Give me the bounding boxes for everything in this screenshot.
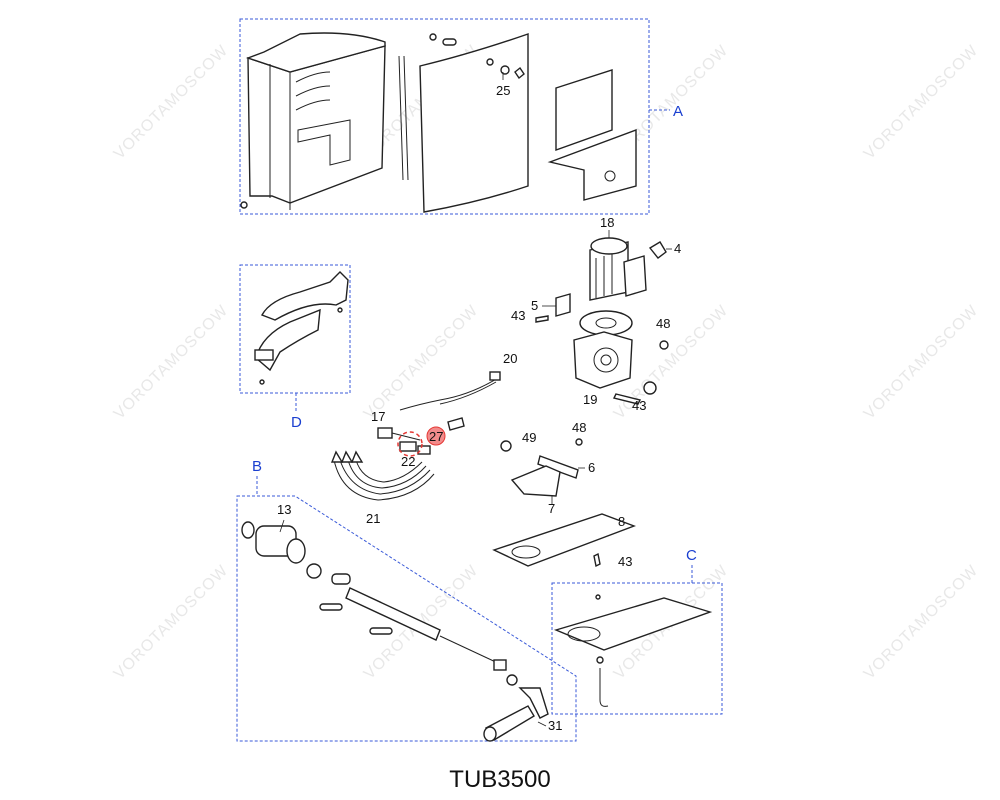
connector-17 xyxy=(377,427,421,441)
watermark-text: VOROTAMOSCOW xyxy=(861,562,982,683)
watermark-text: VOROTAMOSCOW xyxy=(111,42,232,163)
label-48a: 48 xyxy=(656,316,670,331)
bracket-7 xyxy=(510,465,561,497)
shaft xyxy=(306,563,518,686)
leader-13 xyxy=(279,519,285,533)
group-c-box xyxy=(551,582,723,715)
label-31: 31 xyxy=(548,718,562,733)
bolt-43a xyxy=(535,315,549,323)
crank-handle xyxy=(483,687,549,742)
bracket-6 xyxy=(537,455,579,479)
label-43b: 43 xyxy=(632,398,646,413)
label-13: 13 xyxy=(277,502,291,517)
label-27: 27 xyxy=(429,429,443,444)
bolt-43b xyxy=(612,393,642,405)
group-a-label: A xyxy=(673,103,683,120)
housing-cover xyxy=(419,33,529,213)
nut-48a xyxy=(659,340,669,350)
release-lever xyxy=(254,271,349,385)
nut-48b xyxy=(575,438,583,446)
label-49: 49 xyxy=(522,430,536,445)
label-43c: 43 xyxy=(618,554,632,569)
diagram-title: TUB3500 xyxy=(449,766,550,793)
label-43a: 43 xyxy=(511,308,525,323)
washer-49 xyxy=(500,440,512,452)
watermark-layer: VOROTAMOSCOW VOROTAMOSCOW VOROTAMOSCOW V… xyxy=(111,42,982,683)
cover-screws xyxy=(429,33,525,80)
label-7: 7 xyxy=(548,501,555,516)
label-19: 19 xyxy=(583,392,597,407)
housing-frame xyxy=(245,32,386,210)
connector-22 xyxy=(399,441,431,455)
group-d-box xyxy=(239,264,351,394)
label-48b: 48 xyxy=(572,420,586,435)
label-17: 17 xyxy=(371,409,385,424)
watermark-text: VOROTAMOSCOW xyxy=(111,562,232,683)
group-b-label: B xyxy=(252,458,262,475)
plate-c xyxy=(553,594,713,707)
bolt-43c xyxy=(593,552,601,568)
group-b-box xyxy=(236,495,577,742)
label-25: 25 xyxy=(496,83,510,98)
label-20: 20 xyxy=(503,351,517,366)
highlight-ring xyxy=(397,431,423,457)
mount-plate-a xyxy=(547,69,637,201)
motor xyxy=(589,237,647,301)
group-a-box xyxy=(239,18,650,215)
label-6: 6 xyxy=(588,460,595,475)
label-22: 22 xyxy=(401,454,415,469)
label-18: 18 xyxy=(600,215,614,230)
watermark-text: VOROTAMOSCOW xyxy=(861,42,982,163)
housing-rod xyxy=(398,55,409,181)
group-d-label: D xyxy=(291,414,302,431)
label-8: 8 xyxy=(618,514,625,529)
gearbox xyxy=(573,331,633,389)
base-plate-8 xyxy=(492,513,636,567)
watermark-text: VOROTAMOSCOW xyxy=(111,302,232,423)
bracket-4 xyxy=(648,241,667,259)
label-4: 4 xyxy=(674,241,681,256)
plug-20b xyxy=(447,417,465,431)
bracket-5 xyxy=(555,293,571,317)
leader-31 xyxy=(537,721,547,727)
label-21: 21 xyxy=(366,511,380,526)
label-5: 5 xyxy=(531,298,538,313)
group-c-label: C xyxy=(686,547,697,564)
washer-19 xyxy=(643,381,657,395)
cable-21 xyxy=(330,450,435,501)
screw-a xyxy=(240,201,248,209)
gear-flange xyxy=(579,310,633,336)
watermark-text: VOROTAMOSCOW xyxy=(861,302,982,423)
highlight-badge xyxy=(426,426,446,446)
cable-20 xyxy=(399,371,501,411)
pinion-gear xyxy=(241,521,306,564)
